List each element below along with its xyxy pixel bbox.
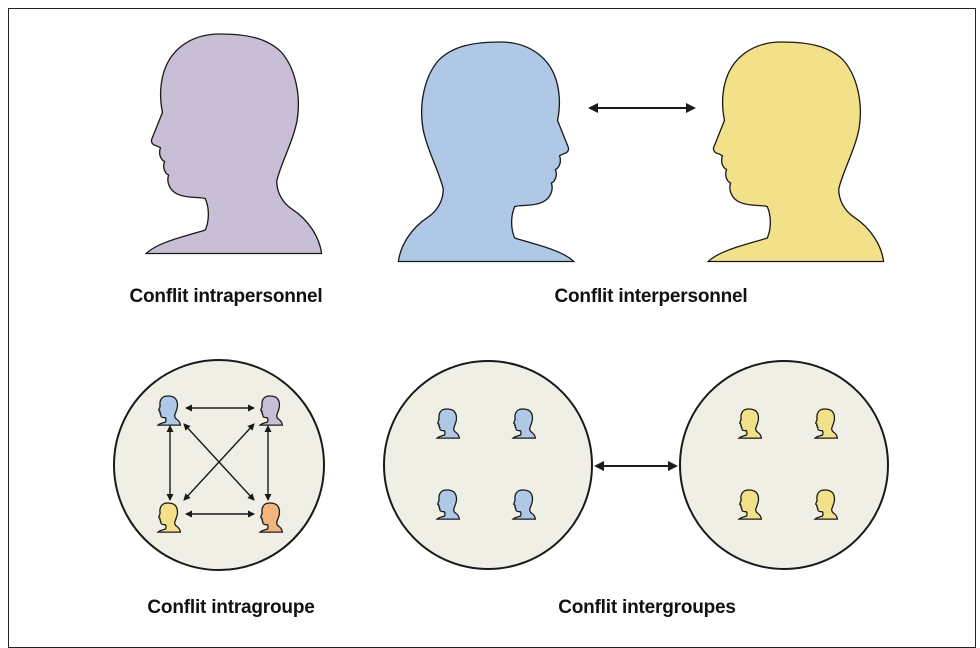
intergroup-label: Conflit intergroupes [558,597,736,618]
interpersonal-head-left-icon [397,41,575,263]
intragroup-label: Conflit intragroupe [147,597,315,618]
intergroup-left-circle [383,360,593,570]
intragroup-circle [113,359,325,571]
intergroup-right-circle [679,360,889,570]
intrapersonal-head-icon [145,33,323,255]
interpersonal-label: Conflit interpersonnel [554,286,748,307]
intrapersonal-label: Conflit intrapersonnel [129,286,323,307]
intragroup-arrows [166,404,272,518]
interpersonal-head-right-icon [707,41,885,263]
